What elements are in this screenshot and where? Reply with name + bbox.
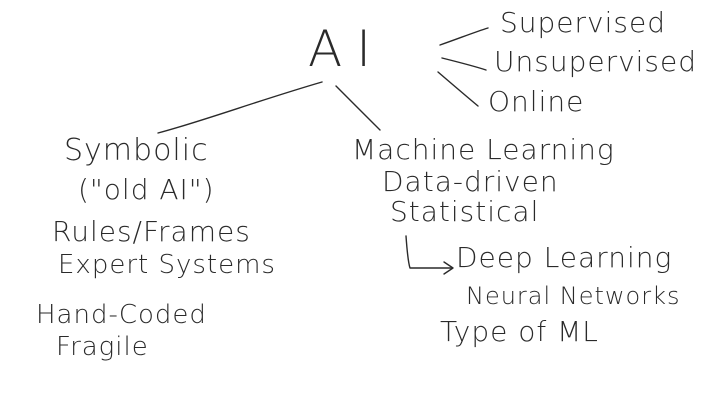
symbolic-expert-systems: Expert Systems: [58, 250, 276, 280]
learning-type-unsupervised: Unsupervised: [494, 45, 698, 78]
arrow-head: [443, 261, 454, 275]
learning-type-supervised: Supervised: [500, 6, 666, 39]
symbolic-fragile: Fragile: [56, 332, 149, 362]
symbolic-hand-coded: Hand-Coded: [36, 300, 207, 330]
symbolic-rules-frames: Rules/Frames: [52, 215, 251, 248]
ml-data-driven: Data-driven: [382, 165, 559, 198]
root-node-ai: AI: [308, 20, 385, 78]
deep-learning-neural-networks: Neural Networks: [466, 282, 681, 310]
connector-ai-symbolic: [157, 81, 323, 134]
connector-ai-unsupervised: [441, 57, 487, 71]
deep-learning-title: Deep Learning: [456, 241, 673, 274]
ml-statistical: Statistical: [390, 195, 540, 228]
connector-ai-machine-learning: [335, 85, 381, 131]
ml-title: Machine Learning: [352, 133, 615, 166]
learning-type-online: Online: [488, 85, 585, 118]
symbolic-title: Symbolic: [64, 133, 209, 168]
symbolic-old-ai: ("old AI"): [78, 173, 215, 206]
arrow-statistical-to-deep-learning: [405, 235, 453, 269]
deep-learning-type-of-ml: Type of ML: [440, 315, 599, 348]
connector-ai-supervised: [439, 27, 489, 46]
connector-ai-online: [437, 71, 479, 107]
